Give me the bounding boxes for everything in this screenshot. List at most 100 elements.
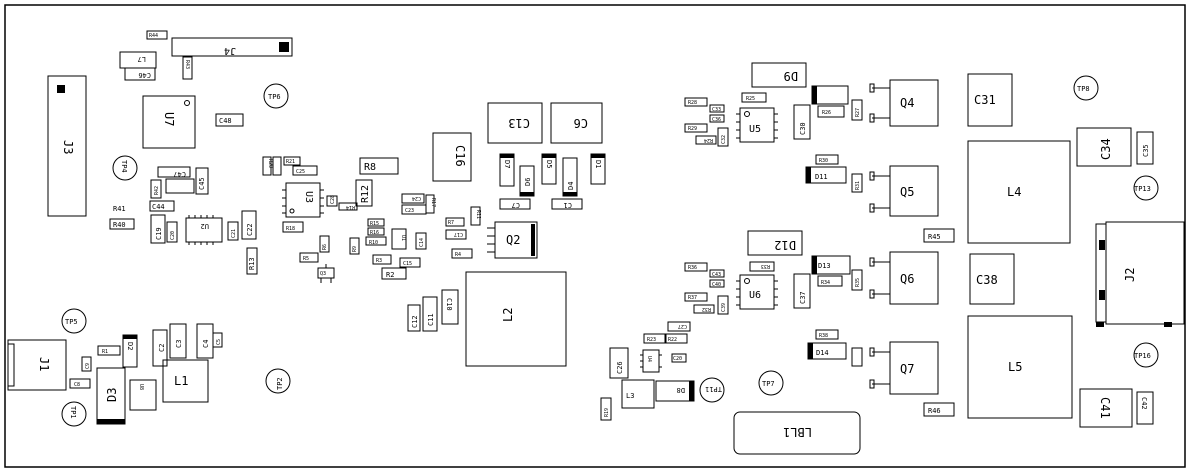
capacitor-c2[interactable]: C2 — [152, 329, 168, 367]
transistor-q4[interactable]: Q4 — [869, 79, 939, 127]
diode-d8[interactable]: D8 — [655, 380, 695, 402]
ic-u6[interactable]: U6 — [736, 274, 778, 310]
capacitor-c35[interactable]: C35 — [1136, 131, 1154, 165]
capacitor-c46[interactable]: C46 — [124, 67, 156, 81]
capacitor-c31[interactable]: C31 — [967, 73, 1013, 127]
capacitor-c19[interactable]: C19 — [150, 214, 166, 244]
connector-j4[interactable]: J4 — [171, 37, 293, 57]
capacitor-c14b[interactable] — [851, 347, 863, 367]
diode-d11[interactable]: D11 — [805, 166, 847, 184]
capacitor-c32[interactable]: C32 — [717, 127, 729, 147]
capacitor-c3[interactable]: C3 — [169, 323, 187, 359]
inductor-l7[interactable]: L7 — [119, 51, 157, 69]
ic-u1[interactable]: U1 — [391, 228, 407, 250]
capacitor-c1[interactable]: C1 — [551, 198, 583, 210]
resistor-r15[interactable]: R15 — [367, 218, 385, 227]
connector-j2[interactable]: J2 — [1095, 221, 1185, 327]
resistor-r16[interactable]: R16 — [367, 227, 385, 236]
diode-d3[interactable]: D3 — [96, 367, 126, 425]
capacitor-c45[interactable]: C45 — [195, 167, 209, 195]
capacitor-c7[interactable]: C7 — [499, 198, 531, 210]
diode-d9[interactable]: D9 — [751, 62, 807, 88]
capacitor-c30[interactable]: C30 — [793, 104, 811, 140]
capacitor-c23[interactable]: C23 — [401, 204, 427, 215]
capacitor-c26[interactable]: C26 — [609, 347, 629, 379]
resistor-r20[interactable]: R20 — [262, 156, 273, 176]
capacitor-c48[interactable]: C48 — [215, 113, 244, 127]
resistor-r2[interactable]: R2 — [381, 267, 407, 280]
capacitor-c41[interactable]: C41 — [1079, 388, 1133, 428]
capacitor-c9[interactable]: C9 — [81, 356, 92, 372]
resistor-r28[interactable]: R28 — [684, 97, 708, 107]
resistor-r36[interactable]: R36 — [684, 262, 708, 272]
capacitor-c12[interactable]: C12 — [407, 304, 421, 332]
capacitor-c21[interactable]: C21 — [227, 221, 239, 241]
ic-u5[interactable]: U5 — [736, 107, 778, 143]
resistor-r10[interactable]: R10 — [365, 236, 387, 246]
resistor-r17[interactable]: R17 — [425, 194, 436, 214]
capacitor-c15[interactable]: C15 — [399, 257, 421, 268]
resistor-r25[interactable]: R25 — [741, 92, 767, 103]
transistor-q7[interactable]: Q7 — [869, 341, 939, 395]
capacitor-c8[interactable]: C8 — [69, 378, 91, 389]
capacitor-c40[interactable]: C40 — [709, 279, 725, 288]
resistor-r20b[interactable] — [272, 156, 282, 176]
transistor-q2[interactable]: Q2 — [487, 221, 538, 259]
testpoint-tp4[interactable]: TP4 — [112, 155, 138, 181]
diode-d12[interactable]: D12 — [747, 230, 803, 256]
testpoint-tp16[interactable]: TP16 — [1133, 342, 1159, 368]
diode-d10-pad[interactable] — [811, 85, 849, 105]
resistor-r1[interactable]: R1 — [97, 345, 121, 356]
diode-d5[interactable]: D5 — [541, 153, 557, 185]
capacitor-c6[interactable]: C6 — [550, 102, 603, 144]
resistor-r46[interactable]: R46 — [923, 402, 955, 417]
transistor-q5[interactable]: Q5 — [869, 165, 939, 217]
testpoint-tp7[interactable]: TP7 — [758, 370, 784, 396]
transistor-q6[interactable]: Q6 — [869, 251, 939, 305]
diode-d14[interactable]: D14 — [807, 342, 847, 360]
capacitor-c16[interactable]: C16 — [432, 132, 472, 182]
resistor-r24[interactable]: R24 — [695, 135, 717, 145]
inductor-l2[interactable]: L2 — [465, 271, 567, 367]
capacitor-c37[interactable]: C37 — [793, 273, 811, 309]
connector-j1[interactable]: J1 — [7, 339, 67, 391]
label-lbl1[interactable]: LBL1 — [733, 411, 861, 455]
testpoint-tp13[interactable]: TP13 — [1133, 175, 1159, 201]
resistor-r14[interactable]: R14 — [338, 202, 358, 211]
resistor-r20b-mini[interactable]: C20 — [671, 353, 687, 363]
resistor-r30[interactable]: R30 — [815, 154, 839, 165]
inductor-l3[interactable]: L3 — [621, 379, 655, 409]
capacitor-c13[interactable]: C13 — [487, 102, 543, 144]
capacitor-c43[interactable]: C43 — [709, 269, 725, 278]
ic-u3[interactable]: U3 — [282, 182, 324, 218]
connector-j3[interactable]: J3 — [47, 75, 87, 217]
capacitor-c33[interactable]: C33 — [709, 104, 725, 113]
resistor-r40[interactable]: R40 — [109, 218, 135, 230]
resistor-r42[interactable]: R42 — [150, 179, 162, 199]
resistor-r19[interactable]: R19 — [600, 397, 612, 421]
resistor-r37[interactable]: R37 — [684, 292, 708, 302]
resistor-r41[interactable]: R41 — [113, 205, 126, 213]
testpoint-tp8[interactable]: TP8 — [1073, 75, 1099, 101]
capacitor-c17[interactable]: C17 — [445, 229, 467, 240]
ic-u2[interactable]: U2 — [185, 215, 223, 245]
capacitor-c25[interactable]: C25 — [292, 165, 318, 176]
capacitor-c22[interactable]: C22 — [241, 210, 257, 240]
diode-d6[interactable]: D6 — [519, 165, 535, 197]
resistor-r44[interactable]: R44 — [146, 30, 168, 40]
resistor-r21[interactable]: R21 — [283, 156, 301, 166]
testpoint-tp1[interactable]: TP1 — [61, 401, 87, 427]
resistor-r11[interactable]: R11 — [470, 206, 481, 226]
resistor-r26[interactable]: R26 — [817, 105, 845, 118]
resistor-r31[interactable]: R31 — [851, 173, 863, 193]
capacitor-c24[interactable]: C24 — [401, 193, 425, 204]
resistor-r22[interactable]: R22 — [664, 333, 688, 344]
resistor-r34[interactable]: R34 — [817, 275, 843, 287]
capacitor-c38[interactable]: C38 — [969, 253, 1015, 305]
resistor-r32[interactable]: R32 — [693, 304, 715, 314]
testpoint-tp2[interactable]: TP2 — [265, 368, 291, 394]
ic-u4[interactable]: U4 — [640, 349, 662, 373]
diode-d13[interactable]: D13 — [811, 255, 851, 275]
resistor-r35[interactable]: R35 — [851, 269, 863, 291]
capacitor-c39[interactable]: C39 — [717, 295, 729, 315]
